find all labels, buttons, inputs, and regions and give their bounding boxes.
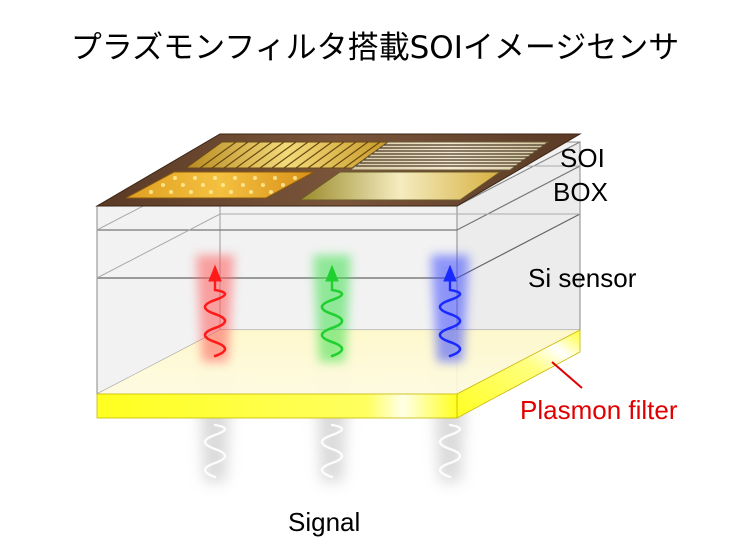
plasmon-filter-label: Plasmon filter	[520, 395, 678, 425]
grating-horizontal-lines	[356, 144, 544, 167]
signal-waves	[203, 423, 462, 479]
hole-array-dots	[149, 176, 297, 194]
hole-array	[125, 171, 315, 199]
red-arrow	[208, 264, 222, 290]
waves	[203, 288, 462, 358]
plain-gold-pad	[298, 171, 502, 201]
box-label: BOX	[553, 177, 608, 207]
diagram-title: プラズモンフィルタ搭載SOIイメージセンサ	[70, 30, 680, 66]
signal-label: Signal	[288, 507, 361, 537]
blue-arrow	[443, 264, 457, 290]
signal-wave-right	[438, 423, 462, 479]
signal-wave-center	[320, 423, 344, 479]
soi-top-plate	[95, 133, 582, 207]
signal-wave-left	[203, 423, 227, 479]
green-arrow	[325, 264, 339, 290]
soi-label: SOI	[560, 143, 605, 173]
plasmon-filter-leader	[551, 361, 583, 389]
arrows	[208, 264, 457, 290]
grating-vertical-lines	[199, 141, 381, 169]
si-sensor-label: Si sensor	[528, 263, 637, 293]
red-wave	[203, 288, 227, 358]
green-wave	[320, 288, 344, 358]
plasmon-filter-layer	[96, 329, 581, 419]
blue-wave	[438, 288, 462, 358]
